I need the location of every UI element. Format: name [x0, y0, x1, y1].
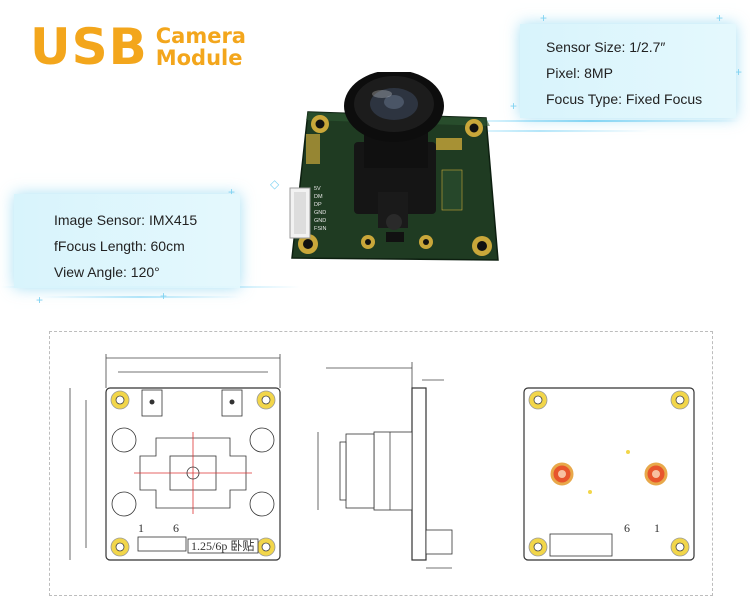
front-pin-last: 6 — [173, 521, 179, 535]
sparkle-icon: + — [716, 11, 724, 25]
svg-text:GND: GND — [314, 218, 326, 224]
title-line-camera: Camera — [155, 23, 246, 48]
mounting-holes — [298, 115, 492, 256]
back-view — [523, 387, 695, 561]
back-pin-first: 6 — [624, 521, 630, 535]
svg-text:FSIN: FSIN — [314, 226, 327, 232]
glow-line — [440, 120, 740, 122]
connector-pin-labels: 5V DM DP GND GND FSIN — [314, 186, 327, 232]
spec-card-left: Image Sensor: IMX415 fFocus Length: 60cm… — [14, 194, 240, 288]
glow-line — [430, 130, 650, 132]
title-line-module: Module — [155, 46, 243, 70]
spec-pixel: Pixel: 8MP — [546, 65, 613, 81]
title-subtitle: Camera Module — [156, 25, 246, 69]
svg-text:DM: DM — [314, 194, 323, 200]
side-view — [317, 362, 453, 569]
front-pin-first: 1 — [138, 521, 144, 535]
spec-card-right: Sensor Size: 1/2.7″ Pixel: 8MP Focus Typ… — [520, 24, 736, 118]
spec-focus-type: Focus Type: Fixed Focus — [546, 91, 703, 107]
technical-drawing: 1 6 1.25/6p 卧贴 6 1 — [69, 354, 695, 569]
spec-view-angle: View Angle: 120° — [54, 264, 160, 280]
svg-text:DP: DP — [314, 202, 322, 208]
sparkle-icon: + — [510, 99, 518, 113]
sparkle-icon: ◇ — [270, 177, 280, 191]
connector-label: 1.25/6p 卧贴 — [191, 539, 254, 553]
back-pin-last: 1 — [654, 521, 660, 535]
title-usb: USB — [30, 18, 148, 76]
sparkle-icon: + — [36, 293, 44, 307]
spec-sensor-size: Sensor Size: 1/2.7″ — [546, 39, 666, 55]
technical-drawing-frame: 1 6 1.25/6p 卧贴 6 1 — [49, 331, 713, 596]
glow-line — [40, 296, 240, 298]
spec-image-sensor: Image Sensor: IMX415 — [54, 212, 198, 228]
sparkle-icon: + — [228, 185, 236, 199]
sparkle-icon: + — [540, 11, 548, 25]
svg-text:5V: 5V — [314, 186, 321, 192]
svg-text:GND: GND — [314, 210, 326, 216]
front-view — [69, 354, 281, 561]
title: USB Camera Module — [30, 22, 246, 72]
camera-module-photo: 5V DM DP GND GND FSIN — [289, 72, 499, 261]
sparkle-icon: + — [735, 65, 743, 79]
sparkle-icon: + — [160, 289, 168, 303]
spec-focus-length: fFocus Length: 60cm — [54, 238, 185, 254]
